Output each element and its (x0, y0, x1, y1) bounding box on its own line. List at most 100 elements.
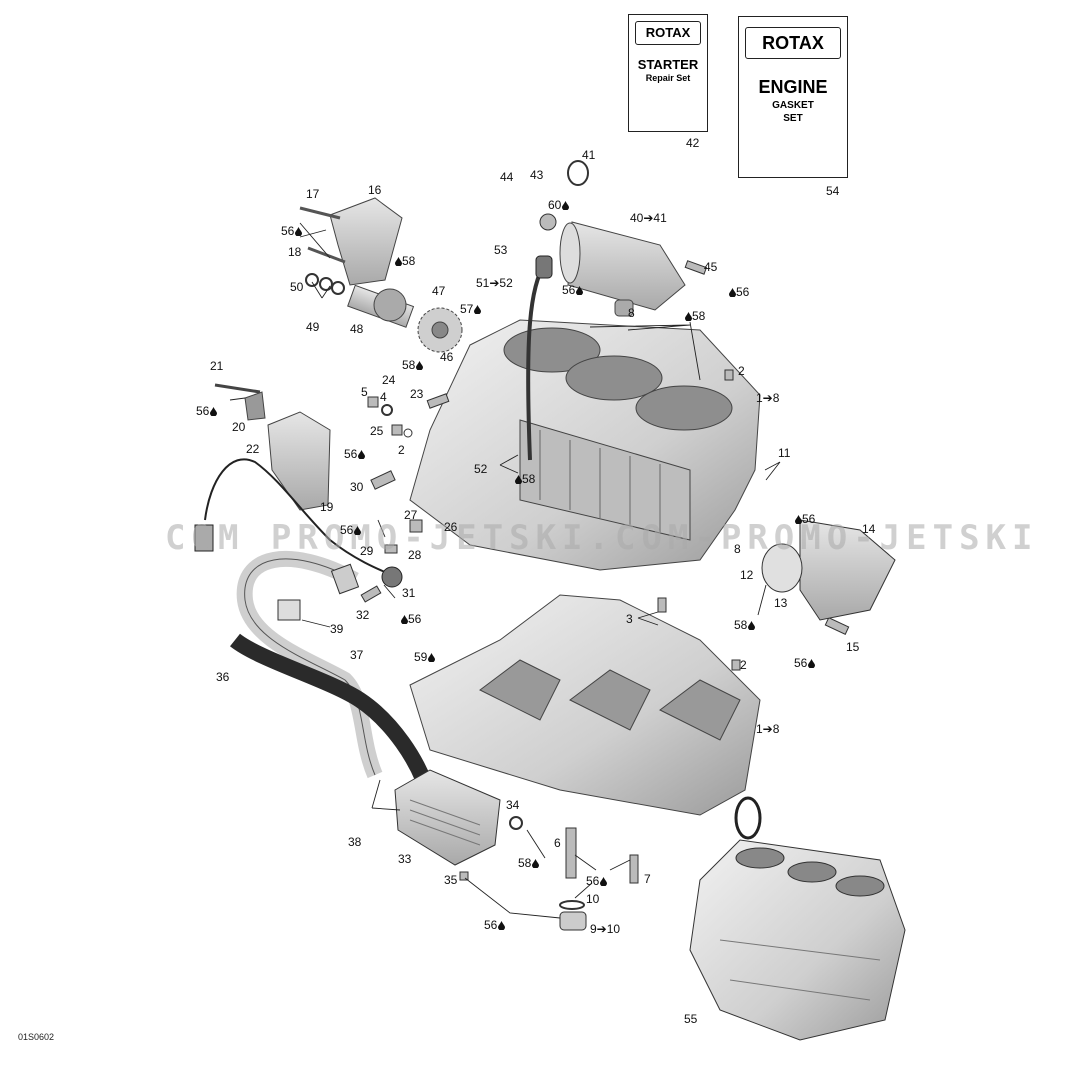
callout-number: 48 (350, 322, 364, 336)
cylinder-block (409, 319, 761, 571)
callout-number: 41 (582, 148, 596, 162)
oil-drop-icon (795, 515, 802, 524)
callout-number: 50 (290, 280, 304, 294)
callout-56: 56 (586, 874, 608, 888)
callout-15: 15 (846, 640, 859, 654)
callout-21: 21 (210, 359, 223, 373)
callout-number: 26 (444, 520, 458, 534)
callout-number: 56 (586, 874, 600, 888)
callout-number: 40➔41 (630, 211, 667, 225)
callout-number: 39 (330, 622, 344, 636)
callout-number: 56 (196, 404, 210, 418)
callout-6: 6 (554, 836, 561, 850)
callout-56: 56 (281, 224, 303, 238)
oil-drop-icon (729, 288, 736, 297)
callout-39: 39 (330, 622, 343, 636)
callout-number: 2 (738, 364, 745, 378)
callout-3: 3 (626, 612, 633, 626)
callout-number: 8 (734, 542, 741, 556)
callout-number: 38 (348, 835, 362, 849)
oil-drop-icon (401, 615, 408, 624)
oil-drop-icon (358, 450, 366, 459)
callout-number: 58 (518, 856, 532, 870)
callout-50: 50 (290, 280, 303, 294)
callout-58: 58 (684, 309, 705, 323)
callout-53: 53 (494, 243, 507, 257)
callout-58: 58 (518, 856, 540, 870)
oil-drop-icon (515, 475, 522, 484)
callout-24: 24 (382, 373, 395, 387)
callout-number: 30 (350, 480, 364, 494)
callout-number: 2 (740, 658, 747, 672)
callout-number: 56 (562, 283, 576, 297)
engine-gasket-set-kit: ROTAX ENGINE GASKET SET (738, 16, 848, 178)
callout-56: 56 (400, 612, 421, 626)
callout-number: 17 (306, 187, 320, 201)
callout-number: 56 (281, 224, 295, 238)
callout-16: 16 (368, 183, 381, 197)
callout-number: 13 (774, 596, 788, 610)
callout-55: 55 (684, 1012, 697, 1026)
callout-number: 1➔8 (756, 722, 780, 736)
callout-20: 20 (232, 420, 245, 434)
callout-12: 12 (740, 568, 753, 582)
callout-9-10: 9➔10 (590, 922, 620, 936)
callout-number: 56 (340, 523, 354, 537)
callout-number: 52 (474, 462, 488, 476)
callout-58: 58 (734, 618, 756, 632)
callout-number: 25 (370, 424, 384, 438)
callout-56: 56 (562, 283, 584, 297)
callout-37: 37 (350, 648, 363, 662)
oil-drop-icon (562, 201, 570, 210)
callout-number: 45 (704, 260, 718, 274)
oil-drop-icon (498, 921, 506, 930)
callout-56: 56 (794, 656, 816, 670)
callout-number: 20 (232, 420, 246, 434)
callout-7: 7 (644, 872, 651, 886)
callout-4: 4 (380, 390, 387, 404)
callout-35: 35 (444, 873, 457, 887)
callout-58: 58 (394, 254, 415, 268)
rotax-logo: ROTAX (745, 27, 841, 59)
callout-number: 10 (586, 892, 600, 906)
watermark: COM PROMO-JETSKI.COM-PROMO-JETSKI (165, 518, 1039, 558)
callout-14: 14 (862, 522, 875, 536)
callout-1-8: 1➔8 (756, 722, 779, 736)
callout-28: 28 (408, 548, 421, 562)
callout-number: 56 (736, 285, 750, 299)
callout-number: 44 (500, 170, 514, 184)
oil-drop-icon (600, 877, 608, 886)
callout-56: 56 (196, 404, 218, 418)
callout-25: 25 (370, 424, 383, 438)
callout-8: 8 (628, 306, 635, 320)
callout-58: 58 (402, 358, 424, 372)
callout-number: 47 (432, 284, 446, 298)
callout-number: 32 (356, 608, 370, 622)
callout-17: 17 (306, 187, 319, 201)
kit-subtitle-line2: SET (783, 113, 803, 124)
callout-36: 36 (216, 670, 229, 684)
callout-number: 53 (494, 243, 508, 257)
callout-44: 44 (500, 170, 513, 184)
callout-number: 46 (440, 350, 454, 364)
callout-32: 32 (356, 608, 369, 622)
oil-drop-icon (748, 621, 756, 630)
starter-motor (559, 221, 686, 317)
callout-56: 56 (728, 285, 749, 299)
oil-drop-icon (532, 859, 540, 868)
callout-18: 18 (288, 245, 301, 259)
callout-49: 49 (306, 320, 319, 334)
callout-number: 55 (684, 1012, 698, 1026)
callout-number: 19 (320, 500, 334, 514)
bracket-19 (194, 383, 403, 588)
oil-drop-icon (474, 305, 482, 314)
kit-subtitle: Repair Set (645, 73, 691, 83)
support-bracket-16 (299, 197, 403, 286)
leader-lines (229, 222, 781, 919)
kit-title: STARTER (637, 57, 699, 72)
callout-51-52: 51➔52 (476, 276, 513, 290)
callout-number: 8 (628, 306, 635, 320)
callout-number: 3 (626, 612, 633, 626)
